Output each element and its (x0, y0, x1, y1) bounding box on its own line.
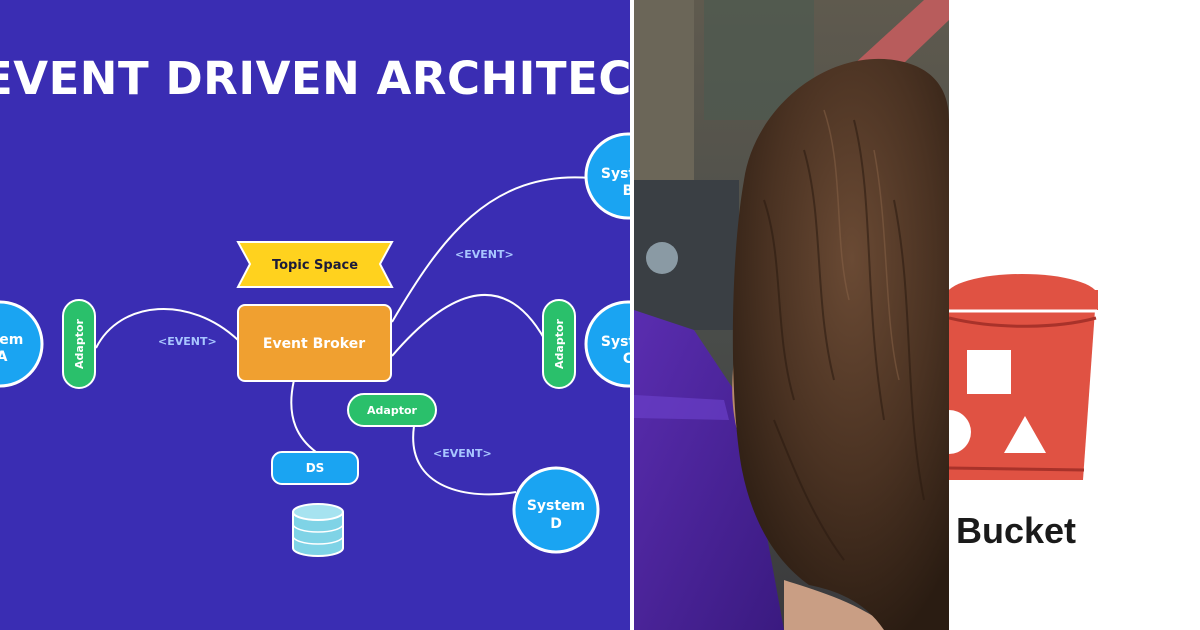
system-b-node: Syst B (584, 132, 630, 220)
system-a-label-1: tem (0, 332, 23, 348)
adaptor-left: Adaptor (62, 299, 96, 389)
topic-space-label: Topic Space (272, 258, 358, 273)
adaptor-left-label: Adaptor (73, 318, 86, 368)
system-d-label-2: D (550, 516, 562, 532)
event-label-bottom: <EVENT> (433, 447, 492, 460)
system-c-label-2: C (623, 351, 630, 367)
connector-broker-adaptor-c (391, 294, 546, 357)
system-c-node: Syst C (584, 300, 630, 388)
bucket-caption: Bucket (956, 510, 1077, 551)
bucket-panel: Bucket (949, 0, 1200, 630)
connector-broker-ds (290, 379, 317, 453)
adaptor-bottom: Adaptor (347, 393, 437, 427)
system-d-label-1: System (527, 498, 585, 514)
event-broker-box: Event Broker (237, 304, 392, 382)
ds-pill: DS (271, 451, 359, 485)
connector-adaptor-system-d (412, 425, 517, 496)
system-a-node: tem A (0, 300, 44, 388)
circle-shape-icon (949, 410, 971, 454)
bucket-icon (949, 274, 1098, 480)
system-c-label-1: Syst (601, 334, 630, 350)
adaptor-right-label: Adaptor (553, 318, 566, 368)
event-label-top: <EVENT> (455, 248, 514, 261)
triangle-shape-icon (1004, 416, 1046, 453)
bucket-body (949, 310, 1095, 480)
database-icon (292, 503, 344, 557)
connector-broker-system-b (391, 176, 591, 323)
event-label-left: <EVENT> (158, 335, 217, 348)
system-d-node: System D (512, 466, 600, 554)
connector-adaptor-a-broker (95, 308, 239, 349)
ds-label: DS (306, 461, 325, 475)
system-a-label-2: A (0, 349, 8, 365)
adaptor-bottom-label: Adaptor (367, 404, 417, 417)
photo-panel (634, 0, 949, 630)
diagram-canvas: <EVENT> <EVENT> <EVENT> Topic Space Even… (0, 132, 630, 557)
square-shape-icon (967, 350, 1011, 394)
system-b-label-1: Syst (601, 166, 630, 182)
topic-space-ribbon: Topic Space (236, 241, 394, 288)
architecture-diagram-panel: EVENT DRIVEN ARCHITECTUR <EVENT> <EVENT>… (0, 0, 630, 630)
adaptor-right: Adaptor (542, 299, 576, 389)
photo-child-back-of-head (634, 0, 949, 630)
system-b-label-2: B (623, 183, 630, 199)
diagram-title: EVENT DRIVEN ARCHITECTUR (0, 52, 630, 105)
event-broker-label: Event Broker (263, 336, 365, 352)
